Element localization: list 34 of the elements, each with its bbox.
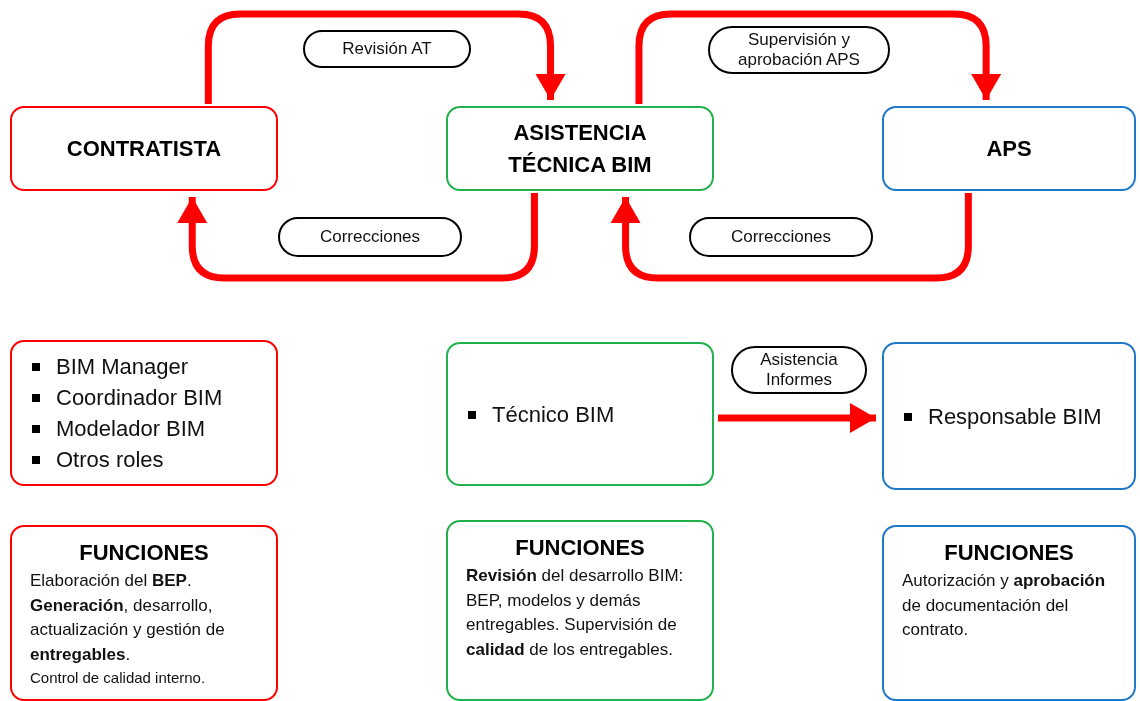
curved-arrow	[610, 193, 972, 282]
bullet-item: Modelador BIM	[26, 413, 262, 444]
description-text: Control de calidad interno.	[30, 668, 207, 689]
edge-label: Correcciones	[278, 217, 462, 257]
rounded-box	[446, 520, 714, 701]
box-heading: FUNCIONES	[78, 541, 210, 566]
description-text: Autorización y aprobación de documentación del contrato.	[902, 570, 1107, 642]
curved-arrow	[204, 10, 566, 104]
box-heading: FUNCIONES	[514, 536, 646, 561]
curved-arrow	[177, 193, 538, 282]
rounded-box	[446, 342, 714, 486]
rounded-box	[10, 106, 278, 191]
bullet-item: Técnico BIM	[462, 398, 698, 430]
description-text: Elaboración del BEP. Generación, desarrollo, actualización y gestión de entregables.	[30, 570, 226, 666]
edge-label: Asistencia Informes	[731, 346, 867, 394]
bullet-item: Otros roles	[26, 444, 262, 475]
edge-label: Supervisión y aprobación APS	[708, 26, 890, 74]
box-title: ASISTENCIA TÉCNICA BIM	[507, 118, 653, 179]
rounded-box	[882, 106, 1136, 191]
curved-arrow	[635, 10, 1002, 104]
box-title: CONTRATISTA	[66, 134, 222, 163]
rounded-box	[882, 342, 1136, 490]
rounded-box	[10, 525, 278, 701]
bullet-item: Responsable BIM	[898, 400, 1120, 432]
bullet-item: BIM Manager	[26, 351, 262, 382]
rounded-box	[882, 525, 1136, 701]
edge-label: Correcciones	[689, 217, 873, 257]
edge-label: Revisión AT	[303, 30, 471, 68]
rounded-box	[10, 340, 278, 486]
rounded-box	[446, 106, 714, 191]
bullet-item: Coordinador BIM	[26, 382, 262, 413]
box-title: APS	[986, 134, 1032, 163]
description-text: Revisión del desarrollo BIM: BEP, modelos y demás entregables. Supervisión de calidad de los entregables.	[466, 565, 685, 661]
box-heading: FUNCIONES	[943, 541, 1075, 566]
